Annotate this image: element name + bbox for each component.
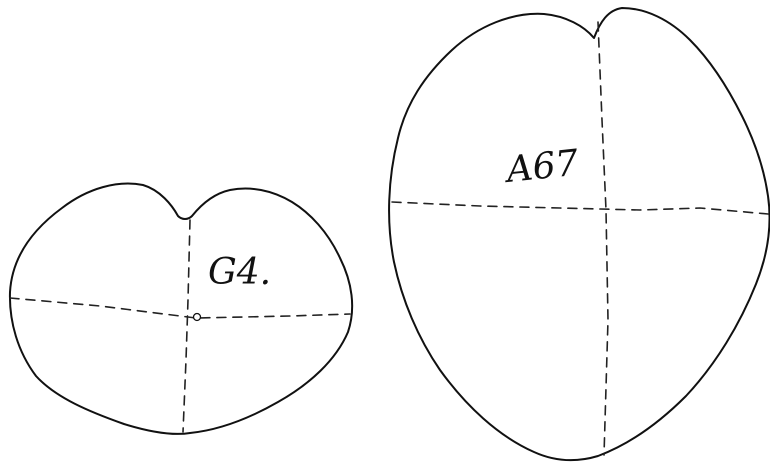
left-vertical-axis [182, 219, 191, 433]
right-horizontal-axis [391, 201, 769, 215]
right-shape-label: A67 [502, 143, 581, 192]
left-horizontal-axis [9, 297, 351, 319]
left-shape-label: G4. [208, 252, 271, 293]
right-vertical-axis [597, 21, 609, 456]
right-shape: A67 [388, 7, 770, 462]
right-shape-outline [388, 7, 770, 462]
left-shape: G4. [8, 182, 354, 435]
left-center-point [192, 312, 202, 322]
left-shape-outline [8, 182, 354, 435]
